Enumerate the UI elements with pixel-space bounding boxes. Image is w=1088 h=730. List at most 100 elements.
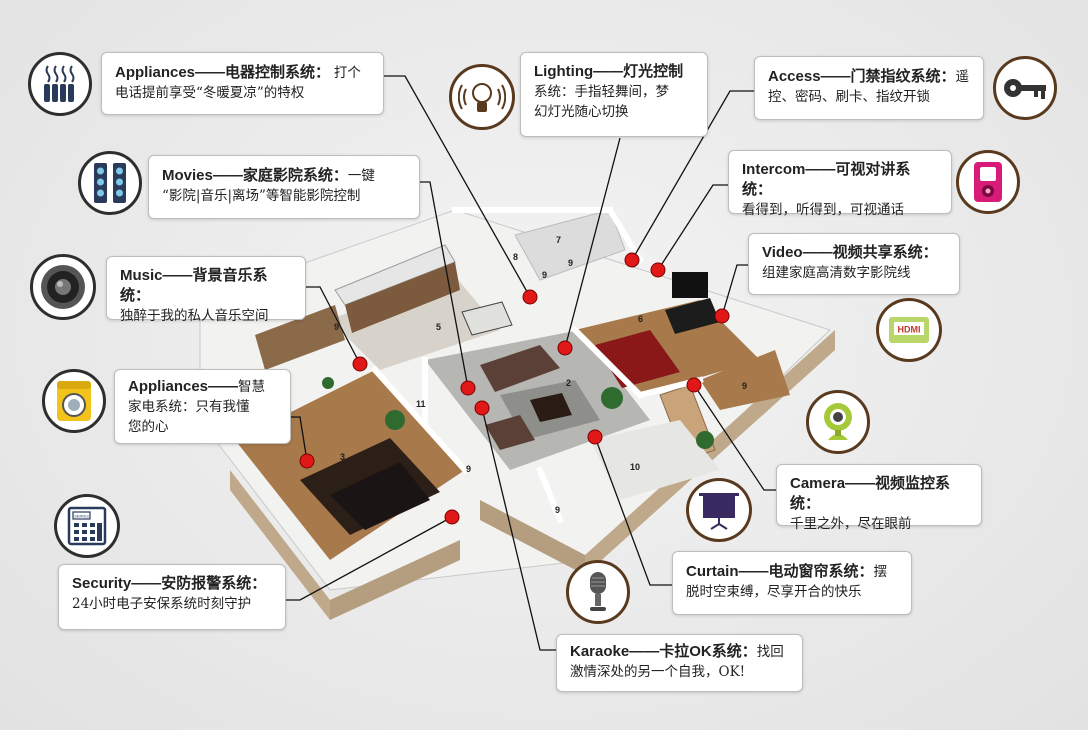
callout-text: 一键 — [347, 168, 375, 184]
dresser — [665, 298, 720, 334]
connector-movies — [420, 181, 469, 389]
plant — [385, 410, 405, 430]
room-9-floor — [700, 350, 790, 410]
callout-title: Access——门禁指纹系统： — [768, 68, 956, 85]
callout-camera: Camera——视频监控系统： 千里之外，尽在眼前 — [776, 464, 982, 532]
callout-curtain: Curtain——电动窗帘系统：摆 脱时空束缚，尽享开合的快乐 — [672, 551, 912, 615]
tv — [672, 272, 708, 298]
callout-text: 激情深处的另一个自我，OK! — [570, 664, 746, 680]
plant — [696, 431, 714, 449]
callout-title: Intercom——可视对讲系统： — [742, 161, 911, 198]
marker-movies[interactable] — [460, 380, 476, 396]
room-number: 3 — [340, 452, 345, 462]
callout-text: 千里之外，尽在眼前 — [790, 516, 912, 532]
marker-security[interactable] — [444, 509, 460, 525]
connector-camera — [693, 384, 776, 491]
marker-appliances2[interactable] — [299, 453, 315, 469]
room-number: 9 — [742, 381, 747, 391]
marker-curtain[interactable] — [587, 429, 603, 445]
room-number: 6 — [638, 314, 643, 324]
room-number: 8 — [513, 252, 518, 262]
callout-line-1: Appliances——电器控制系统： 打个 — [115, 62, 371, 83]
connector-karaoke — [481, 407, 556, 651]
connector-access — [631, 90, 754, 261]
room-number: 9 — [542, 270, 547, 280]
key-icon — [993, 56, 1057, 120]
callout-lighting: Lighting——灯光控制 系统：手指轻舞间，梦 幻灯光随心切换 — [520, 52, 708, 137]
callout-text: 遥 — [955, 69, 970, 85]
callout-title: Curtain——电动窗帘系统： — [686, 563, 874, 580]
intercom-panel-icon — [956, 150, 1020, 214]
armchair — [485, 415, 535, 450]
room-10-floor — [590, 420, 720, 500]
callout-title: Camera——视频监控系统： — [790, 475, 951, 512]
marker-karaoke[interactable] — [474, 400, 490, 416]
callout-movies: Movies——家庭影院系统：一键 “影院|音乐|离场”等智能影院控制 — [148, 155, 420, 219]
callout-text: 摆 — [873, 564, 888, 580]
callout-text: 打个 — [333, 65, 361, 81]
callout-title: Music——背景音乐系统： — [120, 267, 268, 304]
keypad-label: SERIES — [74, 514, 89, 519]
radiator-heat-icon — [28, 52, 92, 116]
connector-video — [721, 264, 748, 317]
room-number: 9 — [568, 258, 573, 268]
brick-wall-right — [480, 500, 585, 575]
webcam-icon — [806, 390, 870, 454]
room-number: 7 — [556, 235, 561, 245]
microphone-icon — [566, 560, 630, 624]
callout-title: Lighting——灯光控制 — [534, 63, 684, 80]
bed — [330, 462, 430, 530]
callout-title: Karaoke——卡拉OK系统： — [570, 643, 757, 660]
callout-video: Video——视频共享系统： 组建家庭高清数字影院线 — [748, 233, 960, 295]
sofa — [480, 345, 560, 392]
marker-lighting[interactable] — [557, 340, 573, 356]
callout-appliances-smart: Appliances——智慧 家电系统：只有我懂 您的心 — [114, 369, 291, 444]
callout-text: 智慧 — [238, 379, 266, 395]
projector-screen-icon — [686, 478, 752, 542]
room-number: 10 — [630, 462, 640, 472]
loudspeaker-icon — [30, 254, 96, 320]
room-5-floor — [330, 270, 500, 370]
tower-speakers-icon — [78, 151, 142, 215]
brick-wall-front — [330, 540, 460, 620]
connector-music — [306, 286, 361, 365]
callout-text: 找回 — [756, 644, 784, 660]
callout-text: 电话提前享受“冬暖夏凉”的特权 — [115, 85, 305, 101]
callout-title: Appliances——电器控制系统： — [115, 64, 331, 81]
marker-video[interactable] — [714, 308, 730, 324]
room-number: 9 — [466, 464, 471, 474]
hdmi-icon: HDMI — [876, 298, 942, 362]
marker-access[interactable] — [624, 252, 640, 268]
light-bulb-icon — [449, 64, 515, 130]
callout-text: 控、密码、刷卡、指纹开锁 — [768, 89, 930, 105]
callout-text: 看得到，听得到，可视通话 — [742, 202, 904, 218]
callout-security: Security——安防报警系统： 24小时电子安保系统时刻守护 — [58, 564, 286, 630]
callout-text: 24小时电子安保系统时刻守护 — [72, 596, 252, 612]
kitchen-counter — [345, 262, 460, 333]
room-number: 9 — [555, 505, 560, 515]
room-number: 5 — [436, 322, 441, 332]
marker-music[interactable] — [352, 356, 368, 372]
connector-appliances2 — [291, 416, 308, 462]
callout-title: Movies——家庭影院系统： — [162, 167, 348, 184]
marker-camera[interactable] — [686, 377, 702, 393]
connector-lighting — [564, 137, 621, 349]
callout-text: 您的心 — [128, 419, 169, 435]
callout-text: “影院|音乐|离场”等智能影院控制 — [162, 188, 361, 204]
room-number: 9 — [334, 322, 339, 332]
marker-intercom[interactable] — [650, 262, 666, 278]
callout-text: 幻灯光随心切换 — [534, 104, 629, 120]
callout-text: 独醉于我的私人音乐空间 — [120, 308, 269, 324]
room-7-floor — [514, 209, 626, 281]
callout-karaoke: Karaoke——卡拉OK系统：找回 激情深处的另一个自我，OK! — [556, 634, 803, 692]
marker-appliances[interactable] — [522, 289, 538, 305]
washing-machine-icon — [42, 369, 106, 433]
callout-text: 系统：手指轻舞间，梦 — [534, 84, 669, 100]
connector-security — [286, 516, 453, 601]
brick-wall-left — [230, 470, 330, 620]
connector-intercom — [657, 184, 728, 271]
room-number: 2 — [566, 378, 571, 388]
callout-title: Appliances—— — [128, 378, 239, 395]
